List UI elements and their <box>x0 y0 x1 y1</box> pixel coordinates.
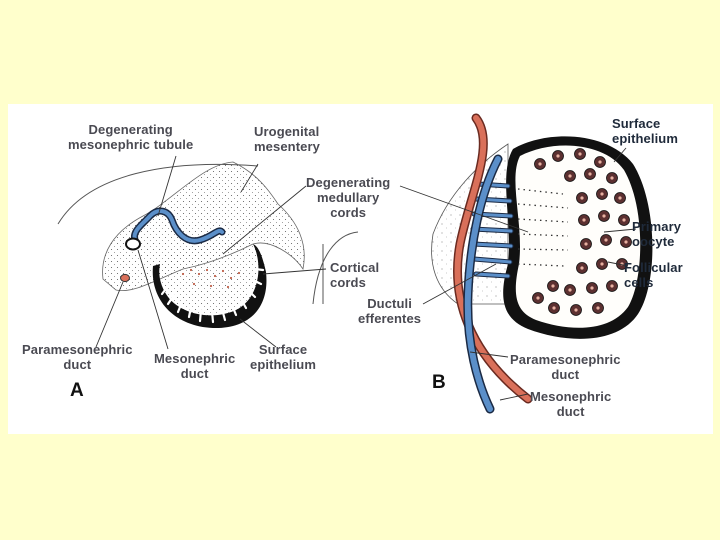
medullary-cords-b <box>517 188 569 267</box>
follicles <box>532 148 632 316</box>
gonad-interior <box>153 240 265 317</box>
leader-lines-a <box>95 155 327 350</box>
label-primary-oocyte: Primary oocyte <box>632 219 682 249</box>
diagram-art <box>57 113 653 414</box>
label-surface-epithelium-a: Surface epithelium <box>250 342 317 372</box>
body-wall-right-outline <box>312 231 359 305</box>
panel-letter-b: B <box>432 372 446 393</box>
panel-letter-a: A <box>70 380 84 401</box>
panel-b-drawing <box>399 113 653 414</box>
label-paramesonephric-duct-b: Paramesonephric duct <box>510 352 621 382</box>
mesonephric-tubule-a-fill <box>132 209 224 244</box>
label-surface-epithelium-b: Surface epithelium <box>612 116 679 146</box>
medullary-cords-a <box>181 268 241 289</box>
label-mesonephric-duct-a: Mesonephric duct <box>154 351 236 381</box>
label-degenerating-medullary-cords-a: Degenerating medullary cords <box>306 175 391 220</box>
label-cortical-cords: Cortical cords <box>330 260 380 290</box>
label-degenerating-mesonephric-tubule: Degenerating mesonephric tubule <box>68 122 194 152</box>
paramesonephric-duct-a <box>120 273 130 283</box>
label-urogenital-mesentery: Urogenital mesentery <box>254 124 320 154</box>
paramesonephric-duct-b-fill <box>454 115 531 402</box>
label-paramesonephric-duct-a: Paramesonephric duct <box>22 342 133 372</box>
label-mesonephric-duct-b: Mesonephric duct <box>530 389 612 419</box>
label-ductuli-efferentes: Ductuli efferentes <box>358 296 422 326</box>
label-follicular-cells: Follicular cells <box>624 260 683 290</box>
embryology-figure: Degenerating mesonephric tubule Urogenit… <box>8 104 713 434</box>
mesonephric-duct-a <box>125 237 141 251</box>
panel-a-drawing <box>57 155 359 350</box>
leader-lines-b <box>399 147 637 401</box>
cortical-cords-a <box>160 267 265 324</box>
mesonephric-duct-b-fill <box>464 156 501 412</box>
